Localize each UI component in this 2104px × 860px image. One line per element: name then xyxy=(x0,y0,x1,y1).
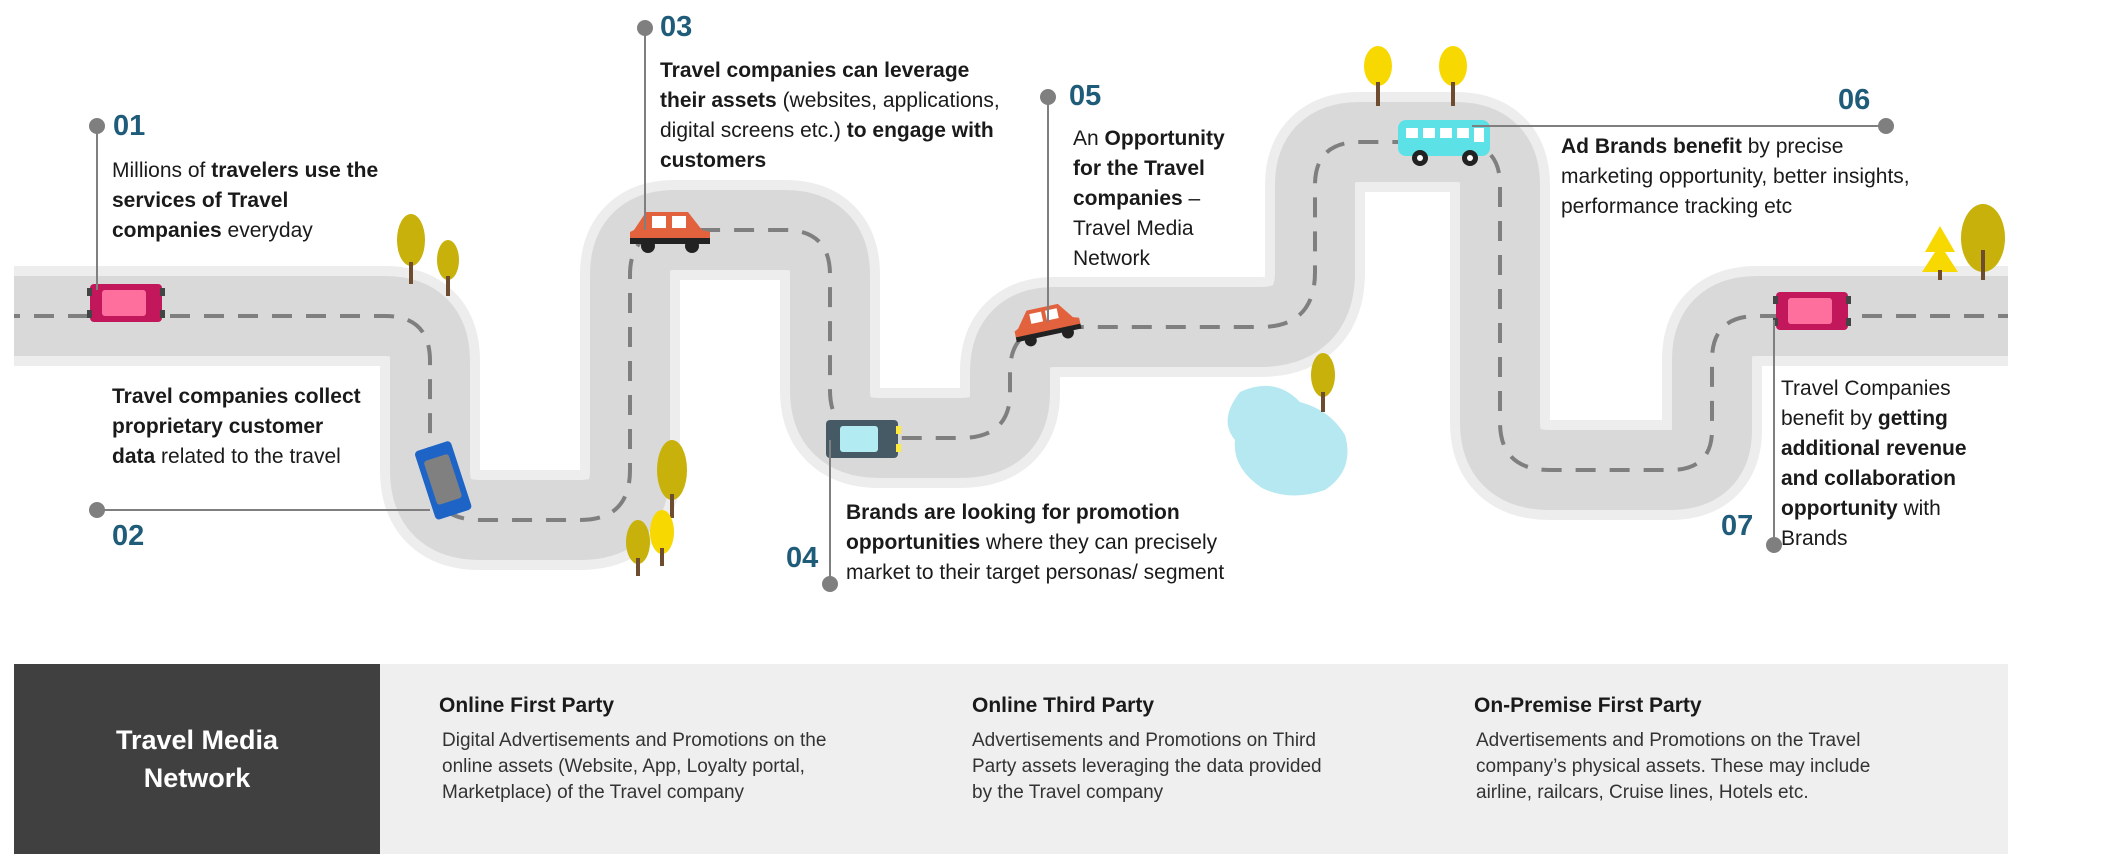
step-03-number: 03 xyxy=(660,11,693,43)
step-03-description: Travel companies can leverage their asse… xyxy=(660,56,1000,176)
car-icon xyxy=(415,441,472,520)
tree-icon xyxy=(1311,353,1335,412)
tree-icon xyxy=(437,240,459,296)
on-premise-first-party-description: Advertisements and Promotions on the Tra… xyxy=(1476,730,1871,803)
step-text-run: getting additional revenue and collabora… xyxy=(1781,407,1967,520)
step-04-number: 04 xyxy=(786,542,819,574)
tree-icon xyxy=(1922,226,1958,280)
road-center-line xyxy=(14,140,2008,522)
online-first-party-description: Digital Advertisements and Promotions on… xyxy=(442,730,827,803)
car-icon xyxy=(87,284,165,322)
online-first-party-title: Online First Party xyxy=(439,694,615,717)
car-icon xyxy=(1773,292,1851,330)
tree-icon xyxy=(626,520,650,576)
car-icon xyxy=(1014,303,1082,347)
step-02-description: Travel companies collect proprietary cus… xyxy=(112,382,362,472)
step-text-run: An xyxy=(1073,127,1105,150)
tree-icon xyxy=(1364,46,1392,106)
step-07-pin xyxy=(1766,537,1782,553)
step-text-run: Brands are looking for promotion opportu… xyxy=(846,501,1180,554)
step-text-run: with Brands xyxy=(1781,497,1941,550)
step-text-run: (websites, applications, digital screens… xyxy=(660,89,1000,142)
step-05-pin xyxy=(1040,89,1056,105)
tree-icon xyxy=(397,214,425,284)
step-text-run: to engage with customers xyxy=(660,119,994,172)
tree-icon xyxy=(1961,204,2005,280)
car-icon xyxy=(630,212,710,253)
bus-icon xyxy=(1398,120,1490,166)
step-text-run: by precise marketing opportunity, better… xyxy=(1561,135,1910,218)
step-text-run: Millions of xyxy=(112,159,212,182)
on-premise-first-party-title: On-Premise First Party xyxy=(1474,694,1702,717)
pond-illustration xyxy=(1227,385,1348,496)
step-02-number: 02 xyxy=(112,520,145,552)
roadmap-illustration xyxy=(14,20,2008,592)
step-text-run: Travel companies collect proprietary cus… xyxy=(112,385,361,468)
car-icon xyxy=(826,420,901,458)
step-07-description: Travel Companies benefit by getting addi… xyxy=(1781,374,2006,554)
step-text-run: travelers use the services of Travel com… xyxy=(112,159,379,242)
step-06-pin xyxy=(1878,118,1894,134)
step-04-pin xyxy=(822,576,838,592)
step-01-pin xyxy=(89,118,105,134)
step-text-run: Ad Brands benefit xyxy=(1561,135,1742,158)
step-text-run: Opportunity for the Travel companies xyxy=(1073,127,1225,210)
step-02-pin xyxy=(89,502,105,518)
online-third-party-title: Online Third Party xyxy=(972,694,1155,717)
step-06-description: Ad Brands benefit by precise marketing o… xyxy=(1561,132,1931,222)
online-third-party-description: Advertisements and Promotions on Third P… xyxy=(972,730,1322,803)
tree-icon xyxy=(657,440,687,518)
step-text-run: Travel Companies benefit by xyxy=(1781,377,1951,430)
step-05-number: 05 xyxy=(1069,80,1102,112)
tree-icon xyxy=(1439,46,1467,106)
step-text-run: – Travel Media Network xyxy=(1073,187,1201,270)
step-06-number: 06 xyxy=(1838,84,1871,116)
panel-title: Travel Media Network xyxy=(115,725,279,793)
tree-icon xyxy=(650,510,674,566)
step-text-run: related to the travel xyxy=(155,445,341,468)
step-01-number: 01 xyxy=(113,110,146,142)
step-05-description: An Opportunity for the Travel companies … xyxy=(1073,124,1258,274)
step-01-description: Millions of travelers use the services o… xyxy=(112,156,382,246)
step-text-run: Travel companies can leverage their asse… xyxy=(660,59,970,112)
travel-media-network-panel: Travel Media Network Online First Party … xyxy=(14,664,2008,854)
panel-title-box: Travel Media Network xyxy=(14,664,380,854)
step-07-number: 07 xyxy=(1721,510,1754,542)
step-text-run: where they can precisely market to their… xyxy=(846,531,1225,584)
step-04-description: Brands are looking for promotion opportu… xyxy=(846,498,1286,588)
step-03-pin xyxy=(637,20,653,36)
step-text-run: everyday xyxy=(221,219,313,242)
